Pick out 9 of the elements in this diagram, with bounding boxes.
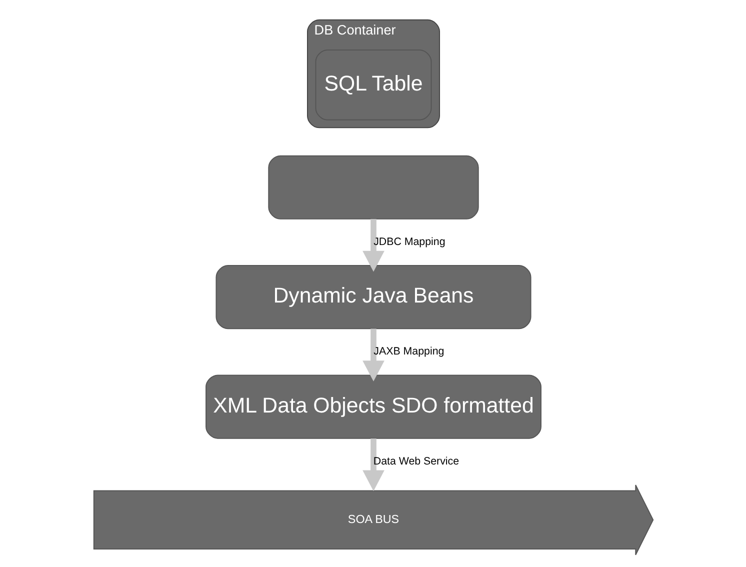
edge-label: JAXB Mapping [373, 346, 444, 358]
node-box: Dynamic Java Beans [215, 265, 531, 330]
arrow [362, 328, 384, 382]
node-box: XML Data Objects SDO formatted [205, 374, 541, 439]
edge-label: JDBC Mapping [373, 236, 445, 248]
node-box [268, 155, 478, 220]
arrow [362, 218, 384, 272]
edge-label: Data Web Service [372, 455, 459, 468]
arrow [362, 438, 384, 492]
